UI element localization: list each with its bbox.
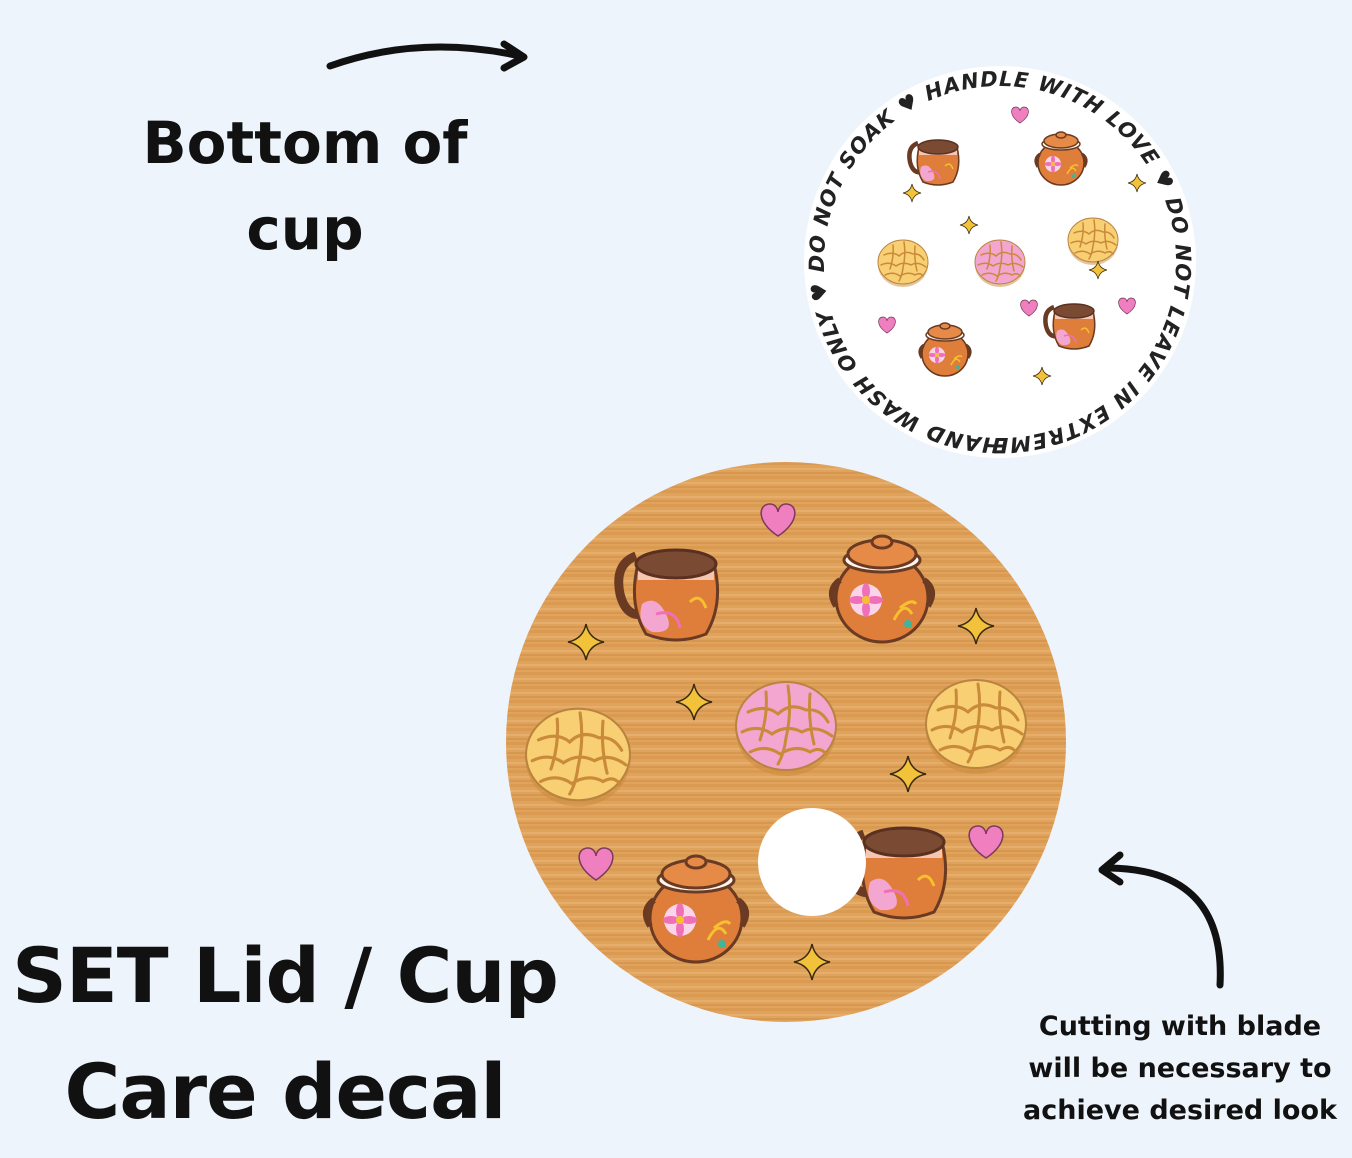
title-line-2: Care decal — [64, 1047, 507, 1136]
cutting-note: Cutting with blade will be necessary to … — [1023, 1011, 1337, 1126]
care-decal: HAND WASH ONLY ♥ DO NOT SOAK ♥ HANDLE WI… — [0, 0, 1196, 458]
clay-pot-icon — [832, 536, 932, 642]
bottom-of-cup-label: Bottom of cup — [142, 109, 468, 263]
page-title: SET Lid / Cup Care decal — [0, 918, 570, 1150]
arrow-icon — [1098, 851, 1224, 989]
arrow-icon — [326, 40, 528, 72]
concha-icon — [974, 239, 1026, 288]
clay-pot-icon — [1034, 130, 1088, 187]
wooden-lid — [506, 462, 1066, 1022]
straw-hole — [758, 808, 866, 916]
title-line-1: SET Lid / Cup — [12, 931, 559, 1020]
concha-icon — [524, 707, 632, 809]
clay-pot-icon — [646, 856, 746, 962]
concha-icon — [734, 680, 838, 778]
concha-icon — [877, 239, 929, 288]
concha-icon — [924, 678, 1028, 776]
concha-icon — [1067, 217, 1119, 266]
clay-pot-icon — [918, 321, 972, 378]
